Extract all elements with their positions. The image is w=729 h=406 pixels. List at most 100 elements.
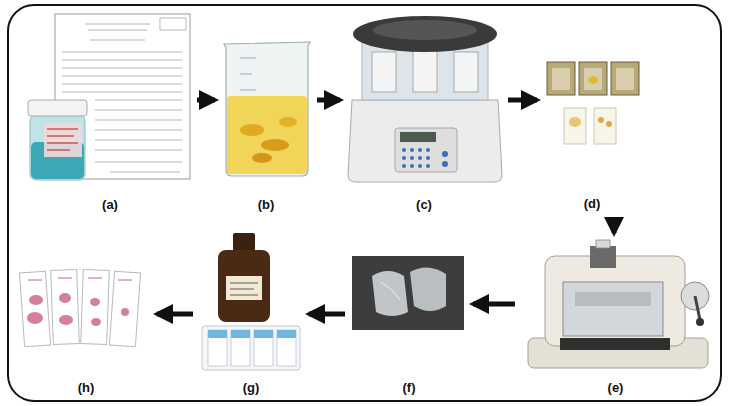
tissue-processor-part-part [418, 164, 422, 168]
request-form-and-jar-part-part [62, 83, 182, 84]
paraffin-ribbon-photo-part [372, 271, 408, 316]
request-form-and-jar-part-part [95, 109, 182, 110]
panel-letter: (b) [255, 197, 278, 215]
embedding-molds-and-blocks-part [579, 62, 607, 95]
tissue-processor-part [373, 20, 477, 40]
panel-letter: (f) [400, 380, 419, 398]
request-form-and-jar-part-part [62, 51, 182, 52]
flow-arrow [317, 98, 340, 103]
flow-arrow [612, 217, 617, 233]
tissue-processor-part [402, 148, 448, 168]
tissue-processor-part-part [442, 151, 448, 157]
stain-bottle-and-slide-tray-part [202, 326, 300, 370]
embedding-molds-and-blocks-part [598, 117, 604, 123]
tissue-processor-part-part [410, 148, 414, 152]
microtome-part [596, 240, 610, 248]
tissue-processor-part-part [426, 164, 430, 168]
request-form-and-jar-part-part [47, 135, 74, 136]
paraffin-ribbon-photo-part [410, 267, 446, 311]
request-form-and-jar-part-part [47, 149, 70, 150]
stained-slides-part-part [58, 278, 72, 279]
stained-slides-part-part [59, 315, 73, 325]
stained-slides-part-part [90, 298, 100, 306]
stained-slides-part-part [109, 271, 140, 347]
microtome-part [590, 246, 616, 268]
beaker-with-fixed-tissue-part-part [240, 58, 256, 59]
process-panel: (d) [540, 52, 644, 214]
stain-bottle-and-slide-tray-part-part [277, 330, 296, 366]
tissue-processor-part-part [402, 164, 406, 168]
tissue-processor-part-part [426, 156, 430, 160]
stained-slides-part-part [81, 270, 110, 345]
beaker-with-fixed-tissue-part [261, 139, 289, 151]
tissue-processor-part [353, 16, 497, 52]
request-form-and-jar [28, 14, 190, 180]
stain-bottle-and-slide-tray [202, 233, 300, 370]
stained-slides-part-part [59, 293, 71, 303]
stain-bottle-and-slide-tray-part [226, 276, 262, 300]
beaker-with-fixed-tissue-part [227, 96, 307, 174]
tissue-processor-part [400, 132, 436, 142]
stained-slides-part [28, 278, 132, 280]
request-form-and-jar-part-part [88, 29, 147, 30]
beaker-with-fixed-tissue-part-part [240, 74, 252, 75]
panel-letter: (e) [605, 380, 627, 398]
stained-slides-part-part [88, 278, 102, 279]
embedding-molds-and-blocks-part [552, 68, 570, 90]
request-form-and-jar-part [160, 18, 186, 30]
embedding-molds-and-blocks-part [594, 108, 616, 144]
request-form-and-jar-part-part [62, 59, 182, 60]
request-form-and-jar-part-part [95, 129, 182, 130]
microtome-part [545, 256, 685, 346]
tissue-processor-part-part [426, 148, 430, 152]
beaker-with-fixed-tissue-part-part [240, 90, 256, 91]
flow-arrow [508, 98, 537, 103]
panel-letter: (c) [413, 197, 435, 215]
flow-arrow [473, 302, 515, 307]
process-panel: (b) [218, 30, 314, 215]
panel-letter: (a) [99, 197, 121, 215]
paraffin-ribbon-photo [352, 256, 464, 330]
paraffin-ribbon-photo-part [352, 256, 464, 330]
stain-bottle-and-slide-tray-part-part [230, 283, 258, 284]
process-panel: (a) [26, 12, 194, 215]
tissue-processor-part [413, 48, 437, 92]
tissue-processor-part-part [442, 161, 448, 167]
beaker-with-fixed-tissue-part [279, 117, 297, 127]
stained-slides-part [19, 270, 140, 347]
request-form-and-jar-part-part [110, 171, 180, 172]
microtome-part [563, 282, 663, 336]
request-form-and-jar-part-part [85, 23, 150, 24]
tissue-processor-part-part [402, 156, 406, 160]
embedding-molds-and-blocks-part [611, 62, 639, 95]
microtome-part [575, 292, 651, 306]
flow-arrow [157, 312, 193, 317]
flow-arrow [197, 98, 215, 103]
request-form-and-jar-part-part [62, 75, 182, 76]
tissue-processor-part-part [418, 156, 422, 160]
stain-bottle-and-slide-tray-part-part [254, 330, 273, 338]
tissue-processor-part [395, 128, 457, 172]
stain-bottle-and-slide-tray-part-part [254, 330, 273, 366]
panel-letter: (d) [581, 196, 604, 214]
tissue-processor-part-part [410, 156, 414, 160]
stained-slides-part-part [27, 312, 43, 324]
beaker-with-fixed-tissue-part [252, 153, 272, 163]
microtome-part [696, 318, 704, 326]
embedding-molds-and-blocks-part [547, 62, 575, 95]
embedding-molds-and-blocks-part [564, 108, 586, 144]
microtome-part [695, 296, 700, 320]
stain-bottle-and-slide-tray-part [233, 233, 255, 251]
beaker-with-fixed-tissue-part [240, 124, 264, 136]
tissue-processor [348, 16, 502, 182]
embedding-molds-and-blocks-part [616, 68, 634, 90]
tissue-processor-part [348, 100, 502, 182]
tissue-processor-part-part [402, 148, 406, 152]
panel-letter: (g) [240, 380, 263, 398]
embedding-molds-and-blocks-part [606, 121, 612, 127]
stained-slides-part-part [121, 308, 129, 316]
request-form-and-jar-part [44, 123, 82, 157]
paraffin-ribbon-photo-part [380, 282, 400, 300]
